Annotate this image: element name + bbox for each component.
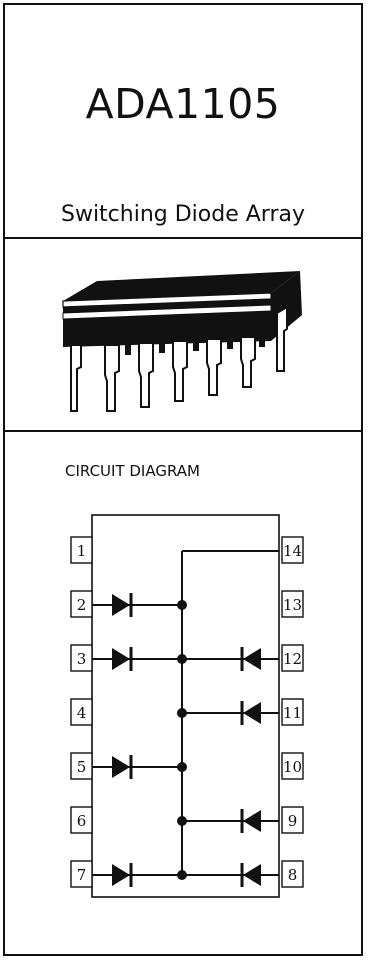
junction-dot <box>177 600 187 610</box>
pin-11-box <box>281 698 304 726</box>
part-number-title: ADA1105 <box>85 80 281 128</box>
circuit-diagram-heading: CIRCUIT DIAGRAM <box>65 462 200 480</box>
diode-pin-7-symbol <box>112 864 130 886</box>
pin-13-box <box>281 590 304 618</box>
section-divider-bottom <box>5 430 361 432</box>
diode-pin-11-symbol <box>243 702 261 724</box>
package-top-face <box>63 271 300 301</box>
junction-dot <box>177 816 187 826</box>
pin-12-label: 12 <box>283 650 302 668</box>
pin-9-box <box>281 806 304 834</box>
pin-1-label: 1 <box>77 542 87 560</box>
package-leads <box>70 305 288 412</box>
pin-4-label: 4 <box>77 704 87 722</box>
pin-12-box <box>281 644 304 672</box>
diode-pin-5-symbol <box>112 756 130 778</box>
pin-10-box <box>281 752 304 780</box>
diode-pin-9-symbol <box>243 810 261 832</box>
pin-6-box <box>70 806 93 834</box>
pin-14-label: 14 <box>283 542 302 560</box>
package-back-leads <box>125 329 265 355</box>
junction-dot <box>177 762 187 772</box>
pin-14-box <box>281 536 304 564</box>
diode-pin-3-symbol <box>112 648 130 670</box>
datasheet-panel: ADA1105 Switching Diode Array <box>3 3 363 956</box>
pin-6-label: 6 <box>77 812 87 830</box>
part-description: Switching Diode Array <box>60 202 305 227</box>
diode-pin-2-symbol <box>112 594 130 616</box>
pin-5-label: 5 <box>77 758 87 776</box>
dip-package-illustration <box>62 271 302 412</box>
pin-7-label: 7 <box>77 866 87 884</box>
pin-11-label: 11 <box>283 704 302 722</box>
diode-pin-8-symbol <box>243 864 261 886</box>
pin-10-label: 10 <box>283 758 302 776</box>
pin-4-box <box>70 698 93 726</box>
ic-package-outline <box>91 514 280 898</box>
pin-3-label: 3 <box>77 650 87 668</box>
pin-2-label: 2 <box>77 596 87 614</box>
pin-8-box <box>281 860 304 888</box>
junction-dot <box>177 708 187 718</box>
section-divider-top <box>5 237 361 239</box>
diode-pin-12-symbol <box>243 648 261 670</box>
pin-1-box <box>70 536 93 564</box>
pin-9-label: 9 <box>288 812 298 830</box>
pin-8-label: 8 <box>288 866 298 884</box>
pin-13-label: 13 <box>283 596 302 614</box>
